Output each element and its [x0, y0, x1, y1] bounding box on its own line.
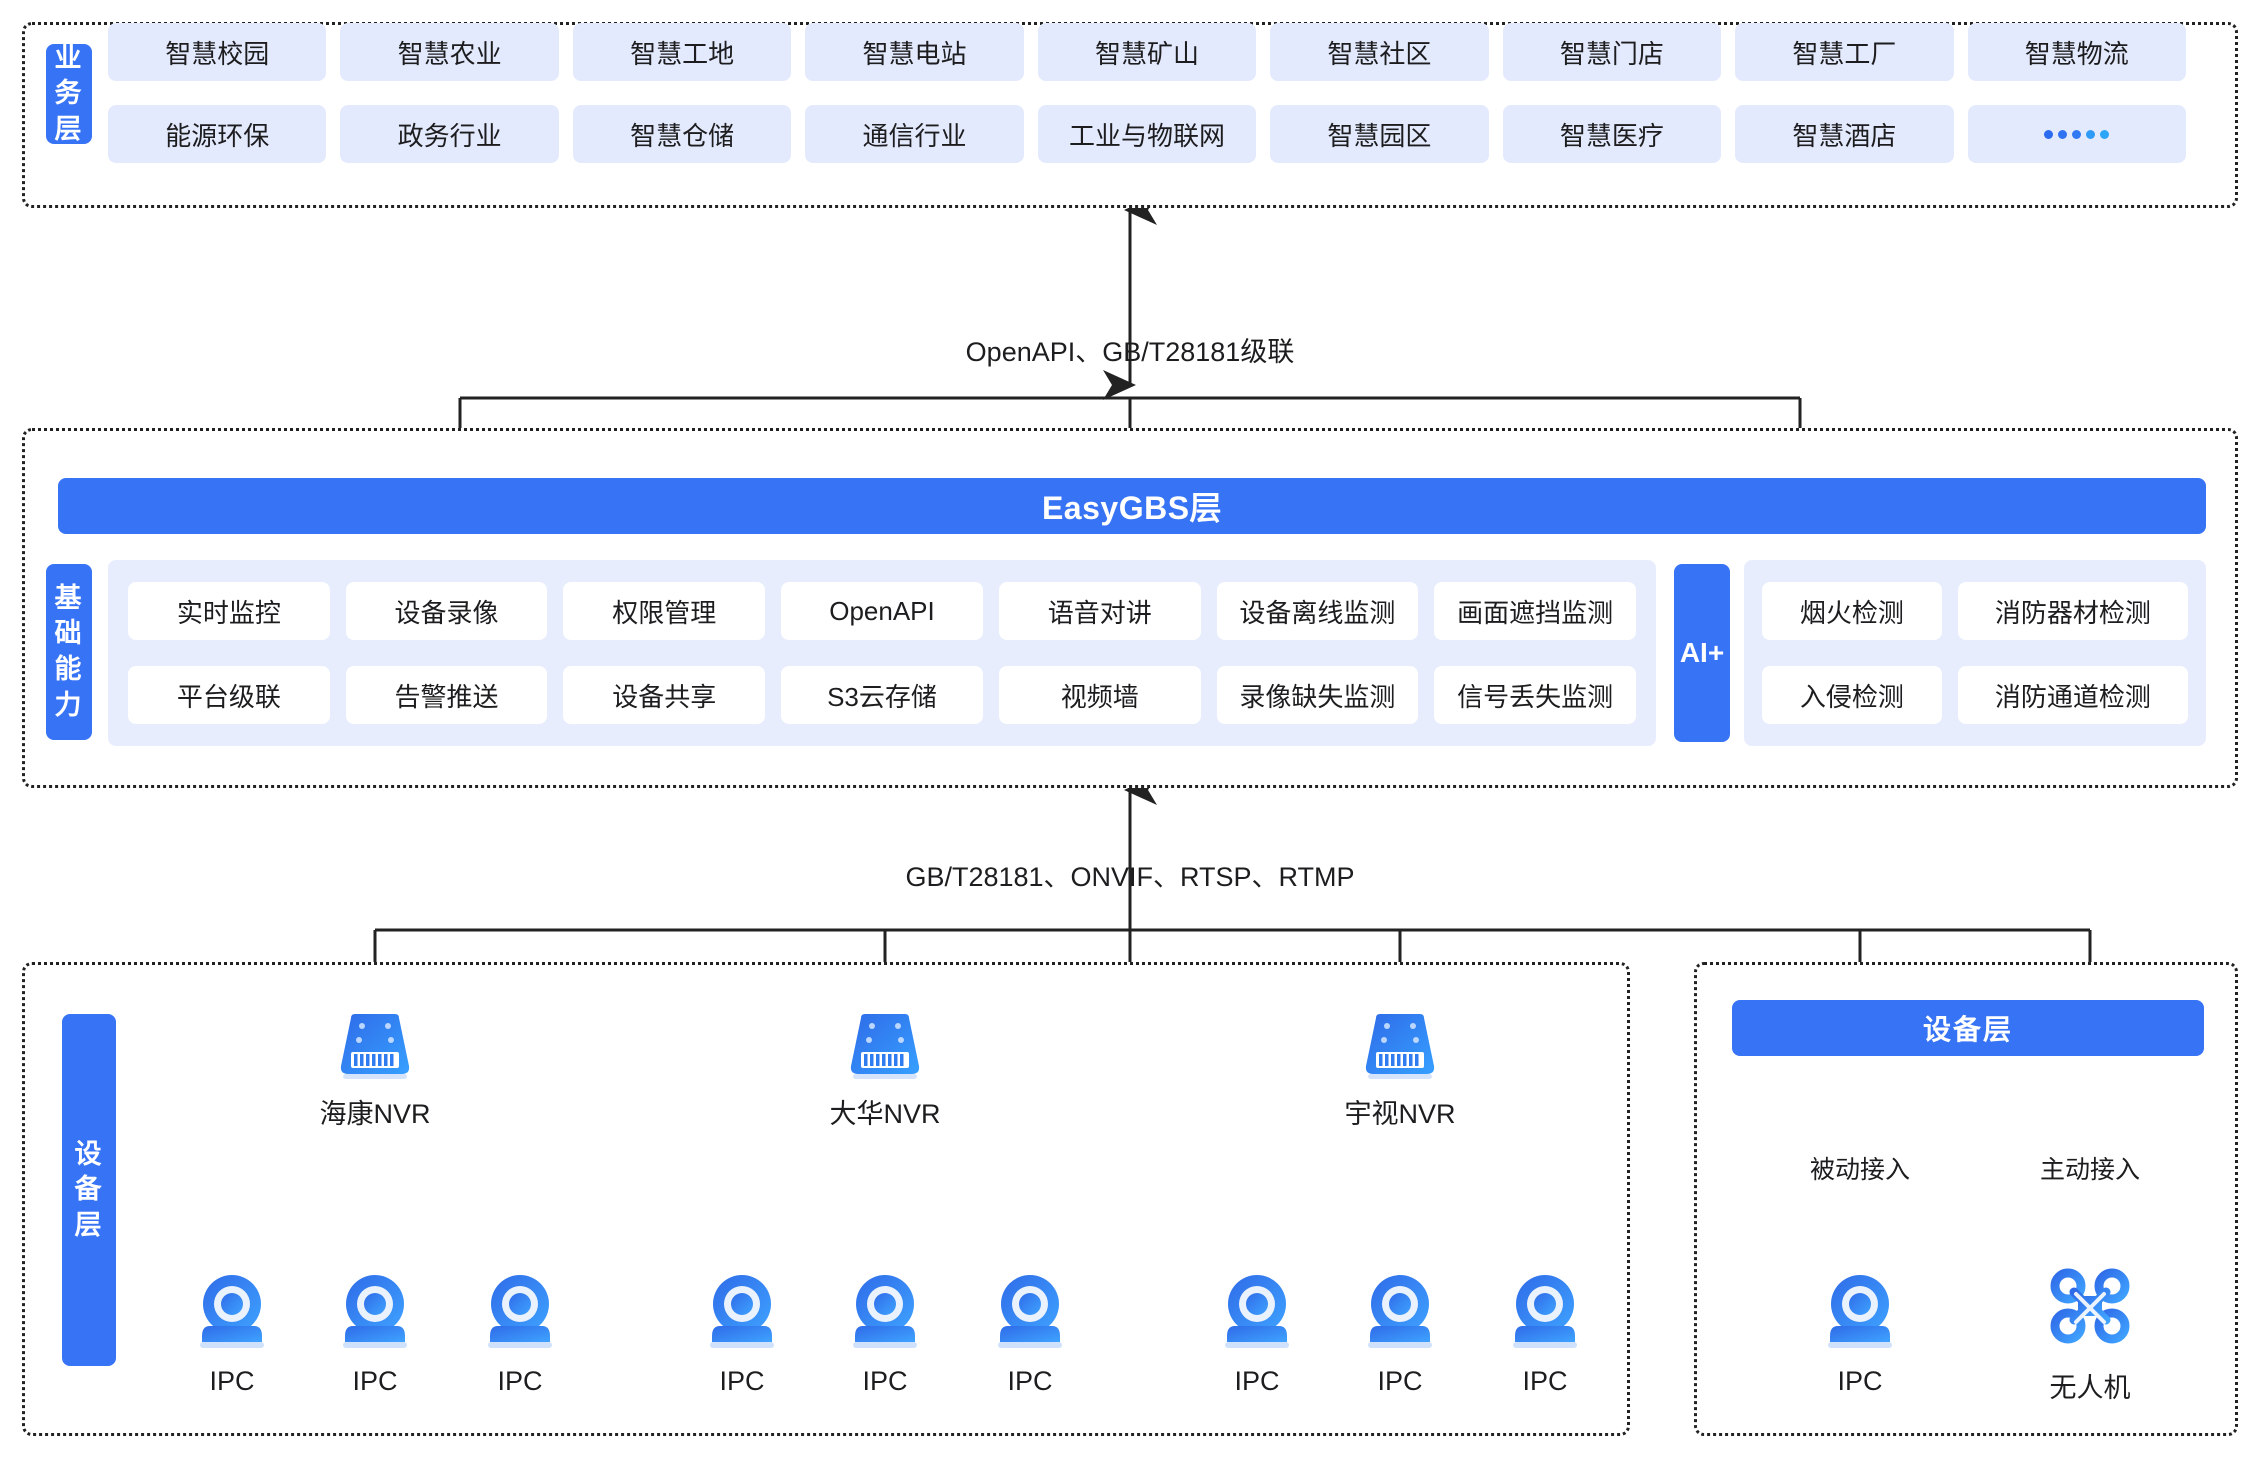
business-item[interactable]: 通信行业 — [805, 105, 1024, 163]
capability-item[interactable]: 告警推送 — [345, 666, 548, 724]
ipc-label: IPC — [209, 1366, 255, 1396]
ai-plus-tab: AI+ — [1674, 564, 1730, 742]
capability-item[interactable]: 画面遮挡监测 — [1434, 582, 1636, 640]
ai-capability-panel: 烟火检测 消防器材检测 入侵检测 消防通道检测 — [1744, 560, 2206, 746]
capability-item[interactable]: 设备录像 — [345, 582, 548, 640]
business-layer-tab-char-2: 层 — [54, 113, 84, 144]
camera-icon — [1217, 1268, 1297, 1359]
camera-icon — [1360, 1268, 1440, 1359]
business-item[interactable]: 政务行业 — [340, 105, 559, 163]
business-item[interactable]: 能源环保 — [108, 105, 327, 163]
business-layer-tab: 业 务 层 — [46, 42, 92, 144]
capability-item[interactable]: 实时监控 — [128, 582, 330, 640]
business-item[interactable]: 智慧物流 — [1967, 23, 2186, 81]
ai-capability-grid: 烟火检测 消防器材检测 入侵检测 消防通道检测 — [1762, 582, 2188, 724]
ai-capability-item[interactable]: 烟火检测 — [1762, 582, 1942, 640]
camera-icon — [702, 1268, 782, 1359]
easygbs-title-bar: EasyGBS层 — [58, 478, 2206, 534]
ipc-label: IPC — [1234, 1366, 1280, 1396]
ai-capability-item[interactable]: 入侵检测 — [1762, 666, 1942, 724]
device-layer-tab-char-1: 备 — [74, 1174, 104, 1205]
ipc-label: IPC — [1837, 1366, 1883, 1396]
ipc-label: IPC — [497, 1366, 543, 1396]
base-capability-panel: 实时监控 设备录像 权限管理 OpenAPI 语音对讲 设备离线监测 画面遮挡监… — [108, 560, 1656, 746]
base-capability-grid: 实时监控 设备录像 权限管理 OpenAPI 语音对讲 设备离线监测 画面遮挡监… — [128, 582, 1636, 724]
nvr-label: 宇视NVR — [1344, 1099, 1456, 1129]
ipc-label: IPC — [1007, 1366, 1053, 1396]
access-mode-label-passive: 被动接入 — [1809, 1156, 1910, 1184]
capability-item[interactable]: 权限管理 — [563, 582, 766, 640]
camera-icon — [1505, 1268, 1585, 1359]
business-item[interactable]: 工业与物联网 — [1037, 105, 1257, 163]
nvr-icon — [325, 1012, 425, 1087]
business-item-more-icon[interactable] — [1967, 105, 2186, 163]
base-capability-tab-char-2: 能 — [54, 654, 84, 684]
camera-icon — [1820, 1268, 1900, 1359]
camera-icon — [335, 1268, 415, 1359]
nvr-icon — [835, 1012, 935, 1087]
business-item[interactable]: 智慧酒店 — [1735, 105, 1954, 163]
ipc-label: IPC — [719, 1366, 765, 1396]
nvr-label: 大华NVR — [829, 1099, 941, 1129]
business-item[interactable]: 智慧门店 — [1502, 23, 1722, 81]
connector-label-openapi: OpenAPI、GB/T28181级联 — [965, 337, 1295, 367]
capability-item[interactable]: 视频墙 — [998, 666, 1201, 724]
ai-capability-item[interactable]: 消防器材检测 — [1957, 582, 2188, 640]
ipc-label: IPC — [1522, 1366, 1568, 1396]
camera-icon — [990, 1268, 1070, 1359]
capability-item[interactable]: 信号丢失监测 — [1434, 666, 1636, 724]
ipc-label: IPC — [862, 1366, 908, 1396]
business-item[interactable]: 智慧工厂 — [1735, 23, 1954, 81]
connector-label-protocols: GB/T28181、ONVIF、RTSP、RTMP — [905, 862, 1355, 892]
business-item[interactable]: 智慧仓储 — [572, 105, 792, 163]
capability-item[interactable]: 平台级联 — [128, 666, 330, 724]
camera-icon — [845, 1268, 925, 1359]
base-capability-tab-char-1: 础 — [54, 618, 84, 649]
business-item[interactable]: 智慧园区 — [1270, 105, 1489, 163]
capability-item[interactable]: S3云存储 — [781, 666, 983, 724]
business-item[interactable]: 智慧社区 — [1270, 23, 1489, 81]
device-layer-tab: 设 备 层 — [62, 1014, 116, 1366]
device-layer-title-bar: 设备层 — [1732, 1000, 2204, 1056]
base-capability-tab-char-0: 基 — [54, 582, 84, 613]
business-item[interactable]: 智慧电站 — [805, 23, 1024, 81]
business-layer-tab-char-0: 业 — [54, 42, 84, 73]
business-item[interactable]: 智慧工地 — [572, 23, 792, 81]
business-layer-grid: 智慧校园 智慧农业 智慧工地 智慧电站 智慧矿山 智慧社区 智慧门店 智慧工厂 … — [108, 23, 2186, 163]
business-layer-tab-char-1: 务 — [54, 78, 84, 109]
drone-icon — [2050, 1268, 2130, 1359]
business-item[interactable]: 智慧医疗 — [1502, 105, 1722, 163]
access-mode-label-active: 主动接入 — [2039, 1156, 2140, 1184]
capability-item[interactable]: 设备共享 — [563, 666, 766, 724]
business-item[interactable]: 智慧矿山 — [1037, 23, 1257, 81]
capability-item[interactable]: 录像缺失监测 — [1216, 666, 1419, 724]
ipc-label: IPC — [352, 1366, 398, 1396]
capability-item[interactable]: 语音对讲 — [998, 582, 1201, 640]
nvr-label: 海康NVR — [319, 1099, 431, 1129]
business-item[interactable]: 智慧农业 — [340, 23, 559, 81]
capability-item[interactable]: OpenAPI — [781, 582, 983, 640]
camera-icon — [480, 1268, 560, 1359]
capability-item[interactable]: 设备离线监测 — [1216, 582, 1419, 640]
ai-capability-item[interactable]: 消防通道检测 — [1957, 666, 2188, 724]
base-capability-tab-char-3: 力 — [54, 689, 84, 720]
business-item[interactable]: 智慧校园 — [108, 23, 327, 81]
camera-icon — [192, 1268, 272, 1359]
drone-label: 无人机 — [2049, 1373, 2131, 1403]
ipc-label: IPC — [1377, 1366, 1423, 1396]
nvr-icon — [1350, 1012, 1450, 1087]
device-layer-tab-char-2: 层 — [74, 1209, 104, 1240]
device-layer-tab-char-0: 设 — [74, 1138, 104, 1169]
device-layer-container-left — [22, 962, 1630, 1436]
base-capability-tab: 基 础 能 力 — [46, 564, 92, 740]
